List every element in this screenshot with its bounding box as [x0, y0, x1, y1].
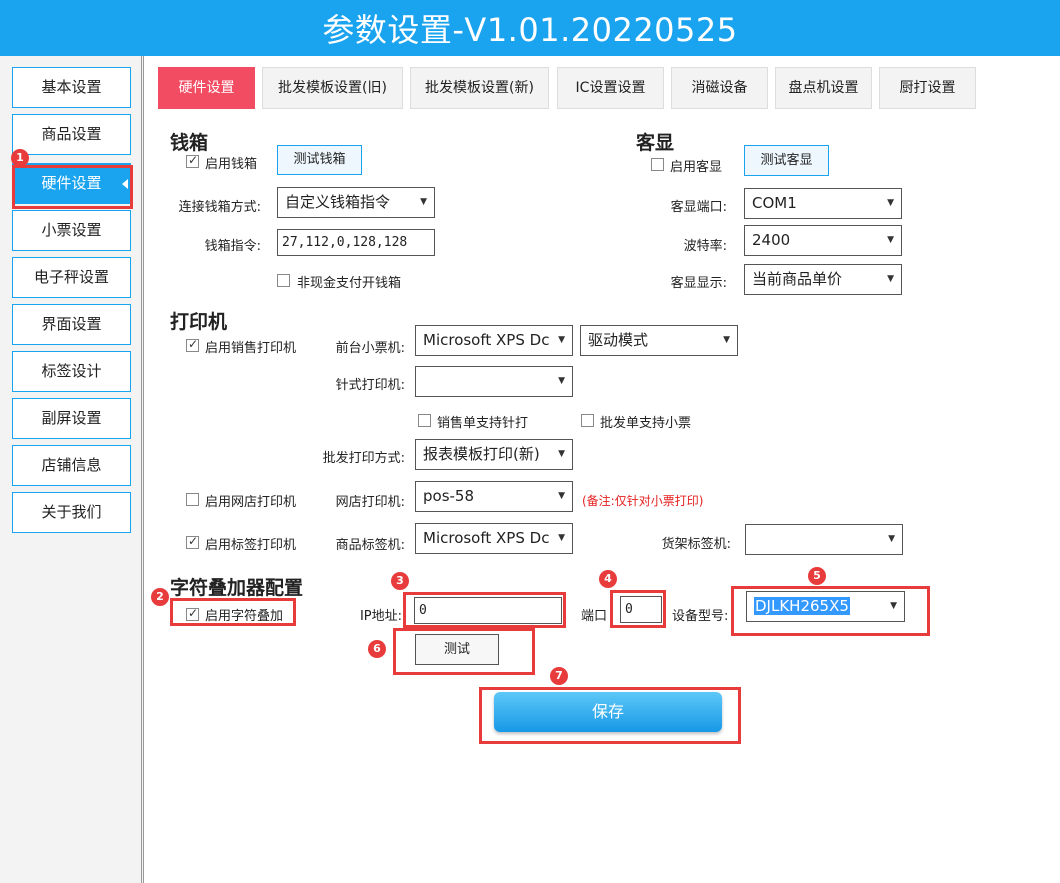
display-enable-label: 启用客显 — [670, 160, 723, 175]
online-printer-note: (备注:仅针对小票打印) — [582, 494, 704, 508]
sales-dot-print-checkbox[interactable] — [418, 414, 431, 427]
display-show-select[interactable]: 当前商品单价 ▼ — [744, 264, 902, 295]
cashbox-mode-select[interactable]: 自定义钱箱指令 ▼ — [277, 187, 435, 218]
device-model-value: DJLKH265X5 — [754, 597, 850, 615]
sidebar-item-second-screen[interactable]: 副屏设置 — [12, 398, 131, 439]
printer-heading: 打印机 — [170, 311, 228, 333]
online-printer-enable-label: 启用网店打印机 — [205, 495, 297, 510]
cashbox-command-input[interactable]: 27,112,0,128,128 — [277, 229, 435, 256]
display-port-label: 客显端口: — [670, 200, 727, 215]
port-input[interactable]: 0 — [620, 596, 662, 623]
main-panel — [147, 56, 1060, 883]
wholesale-ticket-label: 批发单支持小票 — [600, 416, 692, 431]
online-printer-label: 网店打印机: — [335, 495, 405, 510]
save-button[interactable]: 保存 — [494, 692, 722, 732]
online-printer-value: pos-58 — [423, 487, 475, 505]
sidebar-item-about[interactable]: 关于我们 — [12, 492, 131, 533]
goods-label-printer-label: 商品标签机: — [335, 538, 405, 553]
chevron-down-icon: ▼ — [558, 376, 565, 386]
cashbox-mode-label: 连接钱箱方式: — [178, 200, 261, 215]
online-printer-select[interactable]: pos-58 ▼ — [415, 481, 573, 512]
tab-hardware[interactable]: 硬件设置 — [158, 67, 255, 109]
chevron-down-icon: ▼ — [890, 601, 897, 611]
wholesale-print-mode-select[interactable]: 报表模板打印(新) ▼ — [415, 439, 573, 470]
port-label: 端口 — [581, 609, 608, 624]
sidebar-item-label-design[interactable]: 标签设计 — [12, 351, 131, 392]
sidebar-item-scale[interactable]: 电子秤设置 — [12, 257, 131, 298]
sidebar-item-interface[interactable]: 界面设置 — [12, 304, 131, 345]
front-printer-value: Microsoft XPS Dc — [423, 331, 550, 349]
overlay-heading: 字符叠加器配置 — [170, 577, 304, 599]
baud-rate-label: 波特率: — [683, 239, 727, 254]
chevron-down-icon: ▼ — [558, 449, 565, 459]
cashbox-command-label: 钱箱指令: — [204, 239, 261, 254]
chevron-down-icon: ▼ — [558, 533, 565, 543]
label-printer-enable-label: 启用标签打印机 — [205, 538, 297, 553]
cashbox-enable-label: 启用钱箱 — [205, 157, 258, 172]
display-port-select[interactable]: COM1 ▼ — [744, 188, 902, 219]
dot-printer-select[interactable]: ▼ — [415, 366, 573, 397]
sidebar-item-store-info[interactable]: 店铺信息 — [12, 445, 131, 486]
front-printer-label: 前台小票机: — [335, 341, 405, 356]
chevron-down-icon: ▼ — [558, 491, 565, 501]
display-enable-checkbox[interactable] — [651, 158, 664, 171]
ip-address-label: IP地址: — [359, 609, 402, 624]
tab-ic-settings[interactable]: IC设置设置 — [557, 67, 664, 109]
wholesale-print-mode-value: 报表模板打印(新) — [423, 445, 540, 463]
cashbox-enable-checkbox[interactable] — [186, 153, 199, 168]
shelf-label-printer-select[interactable]: ▼ — [745, 524, 903, 555]
sidebar-item-receipt[interactable]: 小票设置 — [12, 210, 131, 251]
cashbox-mode-value: 自定义钱箱指令 — [285, 193, 391, 211]
chevron-down-icon: ▼ — [887, 198, 894, 208]
chevron-down-icon: ▼ — [887, 235, 894, 245]
tab-demagnetizer[interactable]: 消磁设备 — [671, 67, 768, 109]
display-port-value: COM1 — [752, 194, 797, 212]
chevron-down-icon: ▼ — [887, 274, 894, 284]
sales-dot-print-label: 销售单支持针打 — [437, 416, 529, 431]
wholesale-ticket-checkbox[interactable] — [581, 414, 594, 427]
overlay-test-button[interactable]: 测试 — [415, 634, 499, 665]
window-title: 参数设置-V1.01.20220525 — [0, 0, 1060, 56]
sidebar-item-basic[interactable]: 基本设置 — [12, 67, 131, 108]
online-printer-checkbox[interactable] — [186, 493, 199, 506]
display-heading: 客显 — [636, 132, 675, 154]
chevron-down-icon: ▼ — [558, 335, 565, 345]
chevron-down-icon: ▼ — [420, 197, 427, 207]
device-model-select[interactable]: DJLKH265X5 ▼ — [746, 591, 905, 622]
chevron-down-icon: ▼ — [888, 534, 895, 544]
dot-printer-label: 针式打印机: — [335, 378, 405, 393]
cashbox-heading: 钱箱 — [170, 132, 209, 154]
tab-inventory-device[interactable]: 盘点机设置 — [775, 67, 872, 109]
tab-wholesale-template-new[interactable]: 批发模板设置(新) — [410, 67, 549, 109]
goods-label-printer-select[interactable]: Microsoft XPS Dc ▼ — [415, 523, 573, 554]
sales-printer-label: 启用销售打印机 — [205, 341, 297, 356]
sidebar-item-hardware[interactable]: 硬件设置 — [12, 163, 131, 204]
overlay-enable-checkbox[interactable] — [186, 606, 199, 621]
label-printer-checkbox[interactable] — [186, 534, 199, 549]
tab-kitchen-print[interactable]: 厨打设置 — [879, 67, 976, 109]
device-model-label: 设备型号: — [672, 609, 729, 624]
overlay-enable-label: 启用字符叠加 — [205, 609, 284, 624]
baud-rate-select[interactable]: 2400 ▼ — [744, 225, 902, 256]
sidebar-item-goods[interactable]: 商品设置 — [12, 114, 131, 155]
shelf-label-printer-label: 货架标签机: — [661, 537, 731, 552]
driver-mode-select[interactable]: 驱动模式 ▼ — [580, 325, 738, 356]
tab-wholesale-template-old[interactable]: 批发模板设置(旧) — [262, 67, 403, 109]
wholesale-print-mode-label: 批发打印方式: — [322, 451, 405, 466]
test-cashbox-button[interactable]: 测试钱箱 — [277, 145, 362, 175]
chevron-down-icon: ▼ — [723, 335, 730, 345]
display-show-label: 客显显示: — [670, 276, 727, 291]
ip-address-input[interactable]: 0 — [414, 597, 562, 624]
test-display-button[interactable]: 测试客显 — [744, 145, 829, 176]
goods-label-printer-value: Microsoft XPS Dc — [423, 529, 550, 547]
baud-rate-value: 2400 — [752, 231, 791, 249]
noncash-open-label: 非现金支付开钱箱 — [297, 276, 402, 291]
driver-mode-value: 驱动模式 — [588, 331, 649, 349]
noncash-open-checkbox[interactable] — [277, 274, 290, 287]
sales-printer-checkbox[interactable] — [186, 337, 199, 352]
display-show-value: 当前商品单价 — [752, 270, 843, 288]
front-printer-select[interactable]: Microsoft XPS Dc ▼ — [415, 325, 573, 356]
